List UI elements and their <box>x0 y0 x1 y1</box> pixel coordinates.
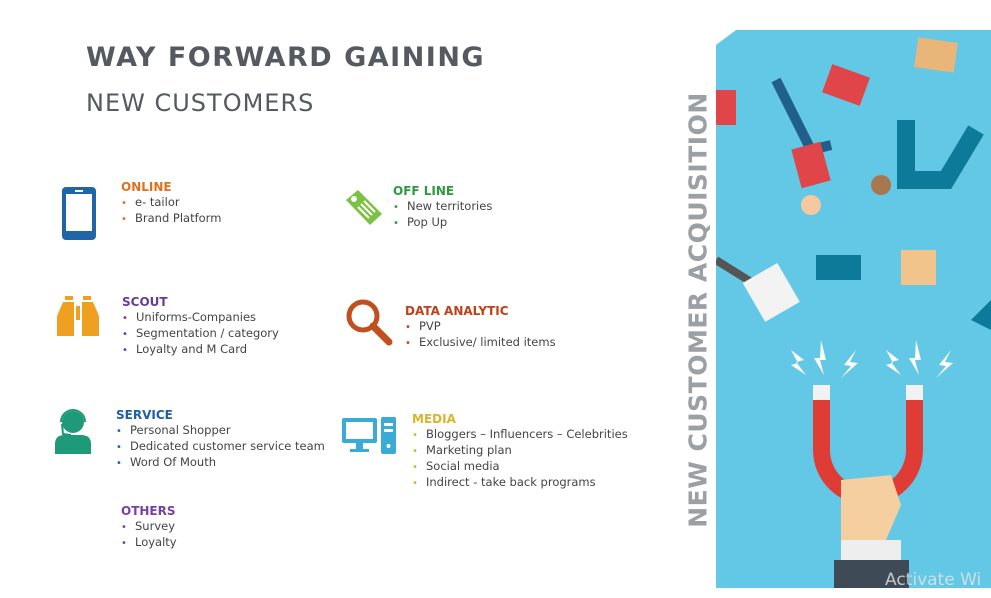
list-item: •Loyalty and M Card <box>122 342 248 356</box>
list-item: •Survey <box>121 519 176 533</box>
side-label: NEW CUSTOMER ACQUISITION <box>683 92 713 528</box>
price-tag-icon <box>346 190 382 225</box>
list-item: •Social media <box>412 459 500 473</box>
page-subtitle: NEW CUSTOMERS <box>86 89 315 117</box>
magnifier-icon <box>346 299 393 346</box>
list-item: •Word Of Mouth <box>116 455 217 469</box>
bullet-icon: • <box>412 478 418 489</box>
section-others: OTHERS •Survey •Loyalty <box>121 504 177 551</box>
bullet-icon: • <box>122 313 128 324</box>
bullet-icon: • <box>412 462 418 473</box>
list-item: •Personal Shopper <box>116 423 231 437</box>
list-item: •PVP <box>405 319 441 333</box>
bullet-icon: • <box>116 426 122 437</box>
bullet-icon: • <box>122 329 128 340</box>
section-online: ONLINE •e- tailor •Brand Platform <box>121 180 221 227</box>
page-title: WAY FORWARD GAINING <box>86 42 486 73</box>
list-item: •Marketing plan <box>412 443 512 457</box>
bullet-icon: • <box>121 214 127 225</box>
bullet-icon: • <box>116 458 122 469</box>
desktop-computer-icon <box>342 417 396 454</box>
bullet-icon: • <box>121 538 127 549</box>
bullet-icon: • <box>121 198 127 209</box>
list-item: •Segmentation / category <box>122 326 279 340</box>
list-item: •Brand Platform <box>121 211 222 225</box>
section-heading: OTHERS <box>121 504 176 518</box>
section-heading: SCOUT <box>122 295 168 309</box>
section-heading: SERVICE <box>116 408 173 422</box>
activation-watermark: Activate Wi <box>885 570 982 590</box>
section-data-analytic: DATA ANALYTIC •PVP •Exclusive/ limited it… <box>405 304 556 351</box>
list-item: •Indirect - take back programs <box>412 475 596 489</box>
list-item: •Uniforms-Companies <box>122 310 257 324</box>
bullet-icon: • <box>122 345 128 356</box>
section-heading: DATA ANALYTIC <box>405 304 509 318</box>
list-item: •New territories <box>393 199 493 213</box>
bullet-icon: • <box>393 218 399 229</box>
bullet-icon: • <box>405 338 411 349</box>
headset-agent-icon <box>55 409 91 454</box>
list-item: •Bloggers – Influencers – Celebrities <box>412 427 628 441</box>
smartphone-icon <box>62 187 96 240</box>
section-media: MEDIA •Bloggers – Influencers – Celebrit… <box>412 412 628 491</box>
customer-magnet-illustration <box>716 30 991 588</box>
binoculars-icon <box>57 296 99 336</box>
list-item: •Exclusive/ limited items <box>405 335 556 349</box>
list-item: •Loyalty <box>121 535 177 549</box>
section-offline: OFF LINE •New territories •Pop Up <box>393 184 492 231</box>
section-scout: SCOUT •Uniforms-Companies •Segmentation /… <box>122 295 279 358</box>
section-heading: OFF LINE <box>393 184 455 198</box>
bullet-icon: • <box>405 322 411 333</box>
bullet-icon: • <box>412 430 418 441</box>
bullet-icon: • <box>116 442 122 453</box>
list-item: •e- tailor <box>121 195 180 209</box>
section-heading: ONLINE <box>121 180 172 194</box>
list-item: •Pop Up <box>393 215 448 229</box>
list-item: •Dedicated customer service team <box>116 439 325 453</box>
section-heading: MEDIA <box>412 412 456 426</box>
section-service: SERVICE •Personal Shopper •Dedicated cust… <box>116 408 325 471</box>
bullet-icon: • <box>412 446 418 457</box>
bullet-icon: • <box>121 522 127 533</box>
bullet-icon: • <box>393 202 399 213</box>
